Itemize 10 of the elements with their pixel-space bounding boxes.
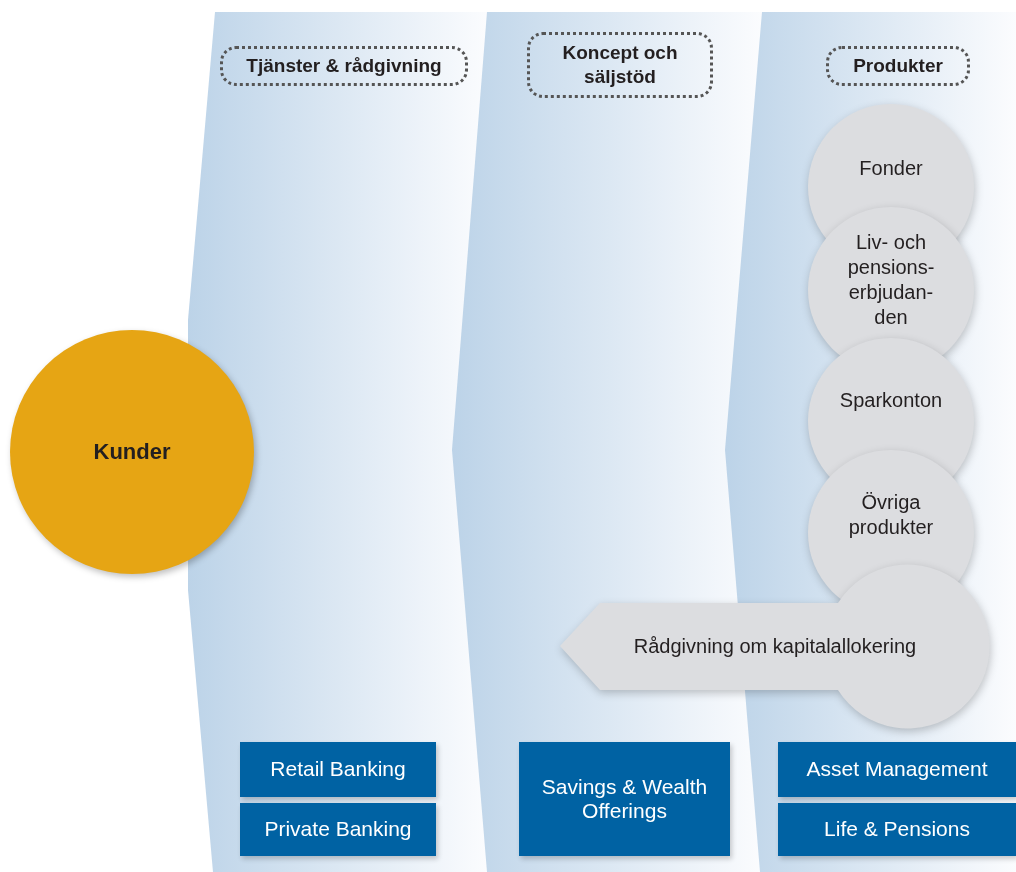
product-label: Fonder [822, 130, 960, 207]
column-header: Produkter [826, 46, 970, 86]
column-header: Koncept och säljstöd [527, 32, 713, 98]
business-unit-box: Savings & Wealth Offerings [519, 742, 730, 856]
business-unit-box: Private Banking [240, 803, 436, 856]
customer-circle: Kunder [10, 330, 254, 574]
column-header: Tjänster & rådgivning [220, 46, 468, 86]
business-unit-box: Asset Management [778, 742, 1016, 797]
business-unit-box: Retail Banking [240, 742, 436, 797]
business-unit-box: Life & Pensions [778, 803, 1016, 856]
